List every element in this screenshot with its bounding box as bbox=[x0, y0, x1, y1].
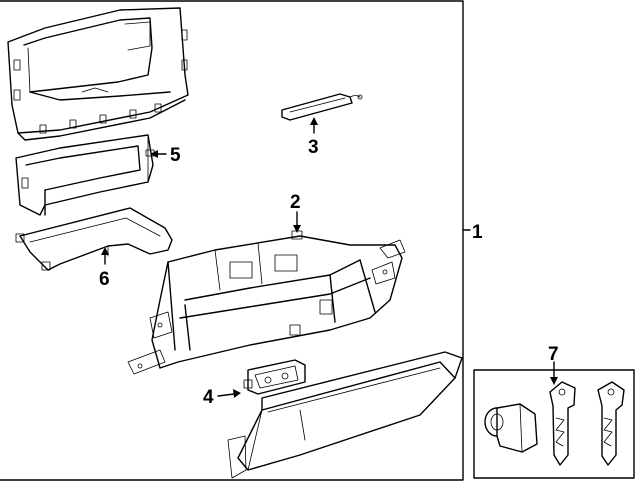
strip-drawing-part-3 bbox=[281, 93, 363, 121]
door-drawing bbox=[227, 351, 463, 479]
lock-and-keys-inset bbox=[473, 369, 635, 479]
leader-arrows bbox=[101, 117, 558, 398]
callout-7: 7 bbox=[548, 344, 559, 365]
housing-drawing-part-2 bbox=[127, 230, 406, 375]
lock-cylinder-drawing bbox=[484, 403, 538, 453]
liner-drawing-part-6 bbox=[15, 207, 173, 271]
key-drawing-b bbox=[597, 381, 625, 466]
callout-5: 5 bbox=[170, 145, 181, 166]
callout-4: 4 bbox=[203, 387, 214, 408]
callout-2: 2 bbox=[290, 192, 301, 213]
assembly-bracket bbox=[0, 0, 471, 481]
key-drawing-a bbox=[549, 381, 576, 466]
upper-compartment-drawing bbox=[7, 7, 189, 141]
callout-6: 6 bbox=[99, 269, 110, 290]
tray-drawing-part-5 bbox=[15, 134, 155, 216]
callout-3: 3 bbox=[308, 137, 319, 158]
latch-drawing-part-4 bbox=[243, 359, 306, 395]
callout-1: 1 bbox=[472, 222, 483, 243]
